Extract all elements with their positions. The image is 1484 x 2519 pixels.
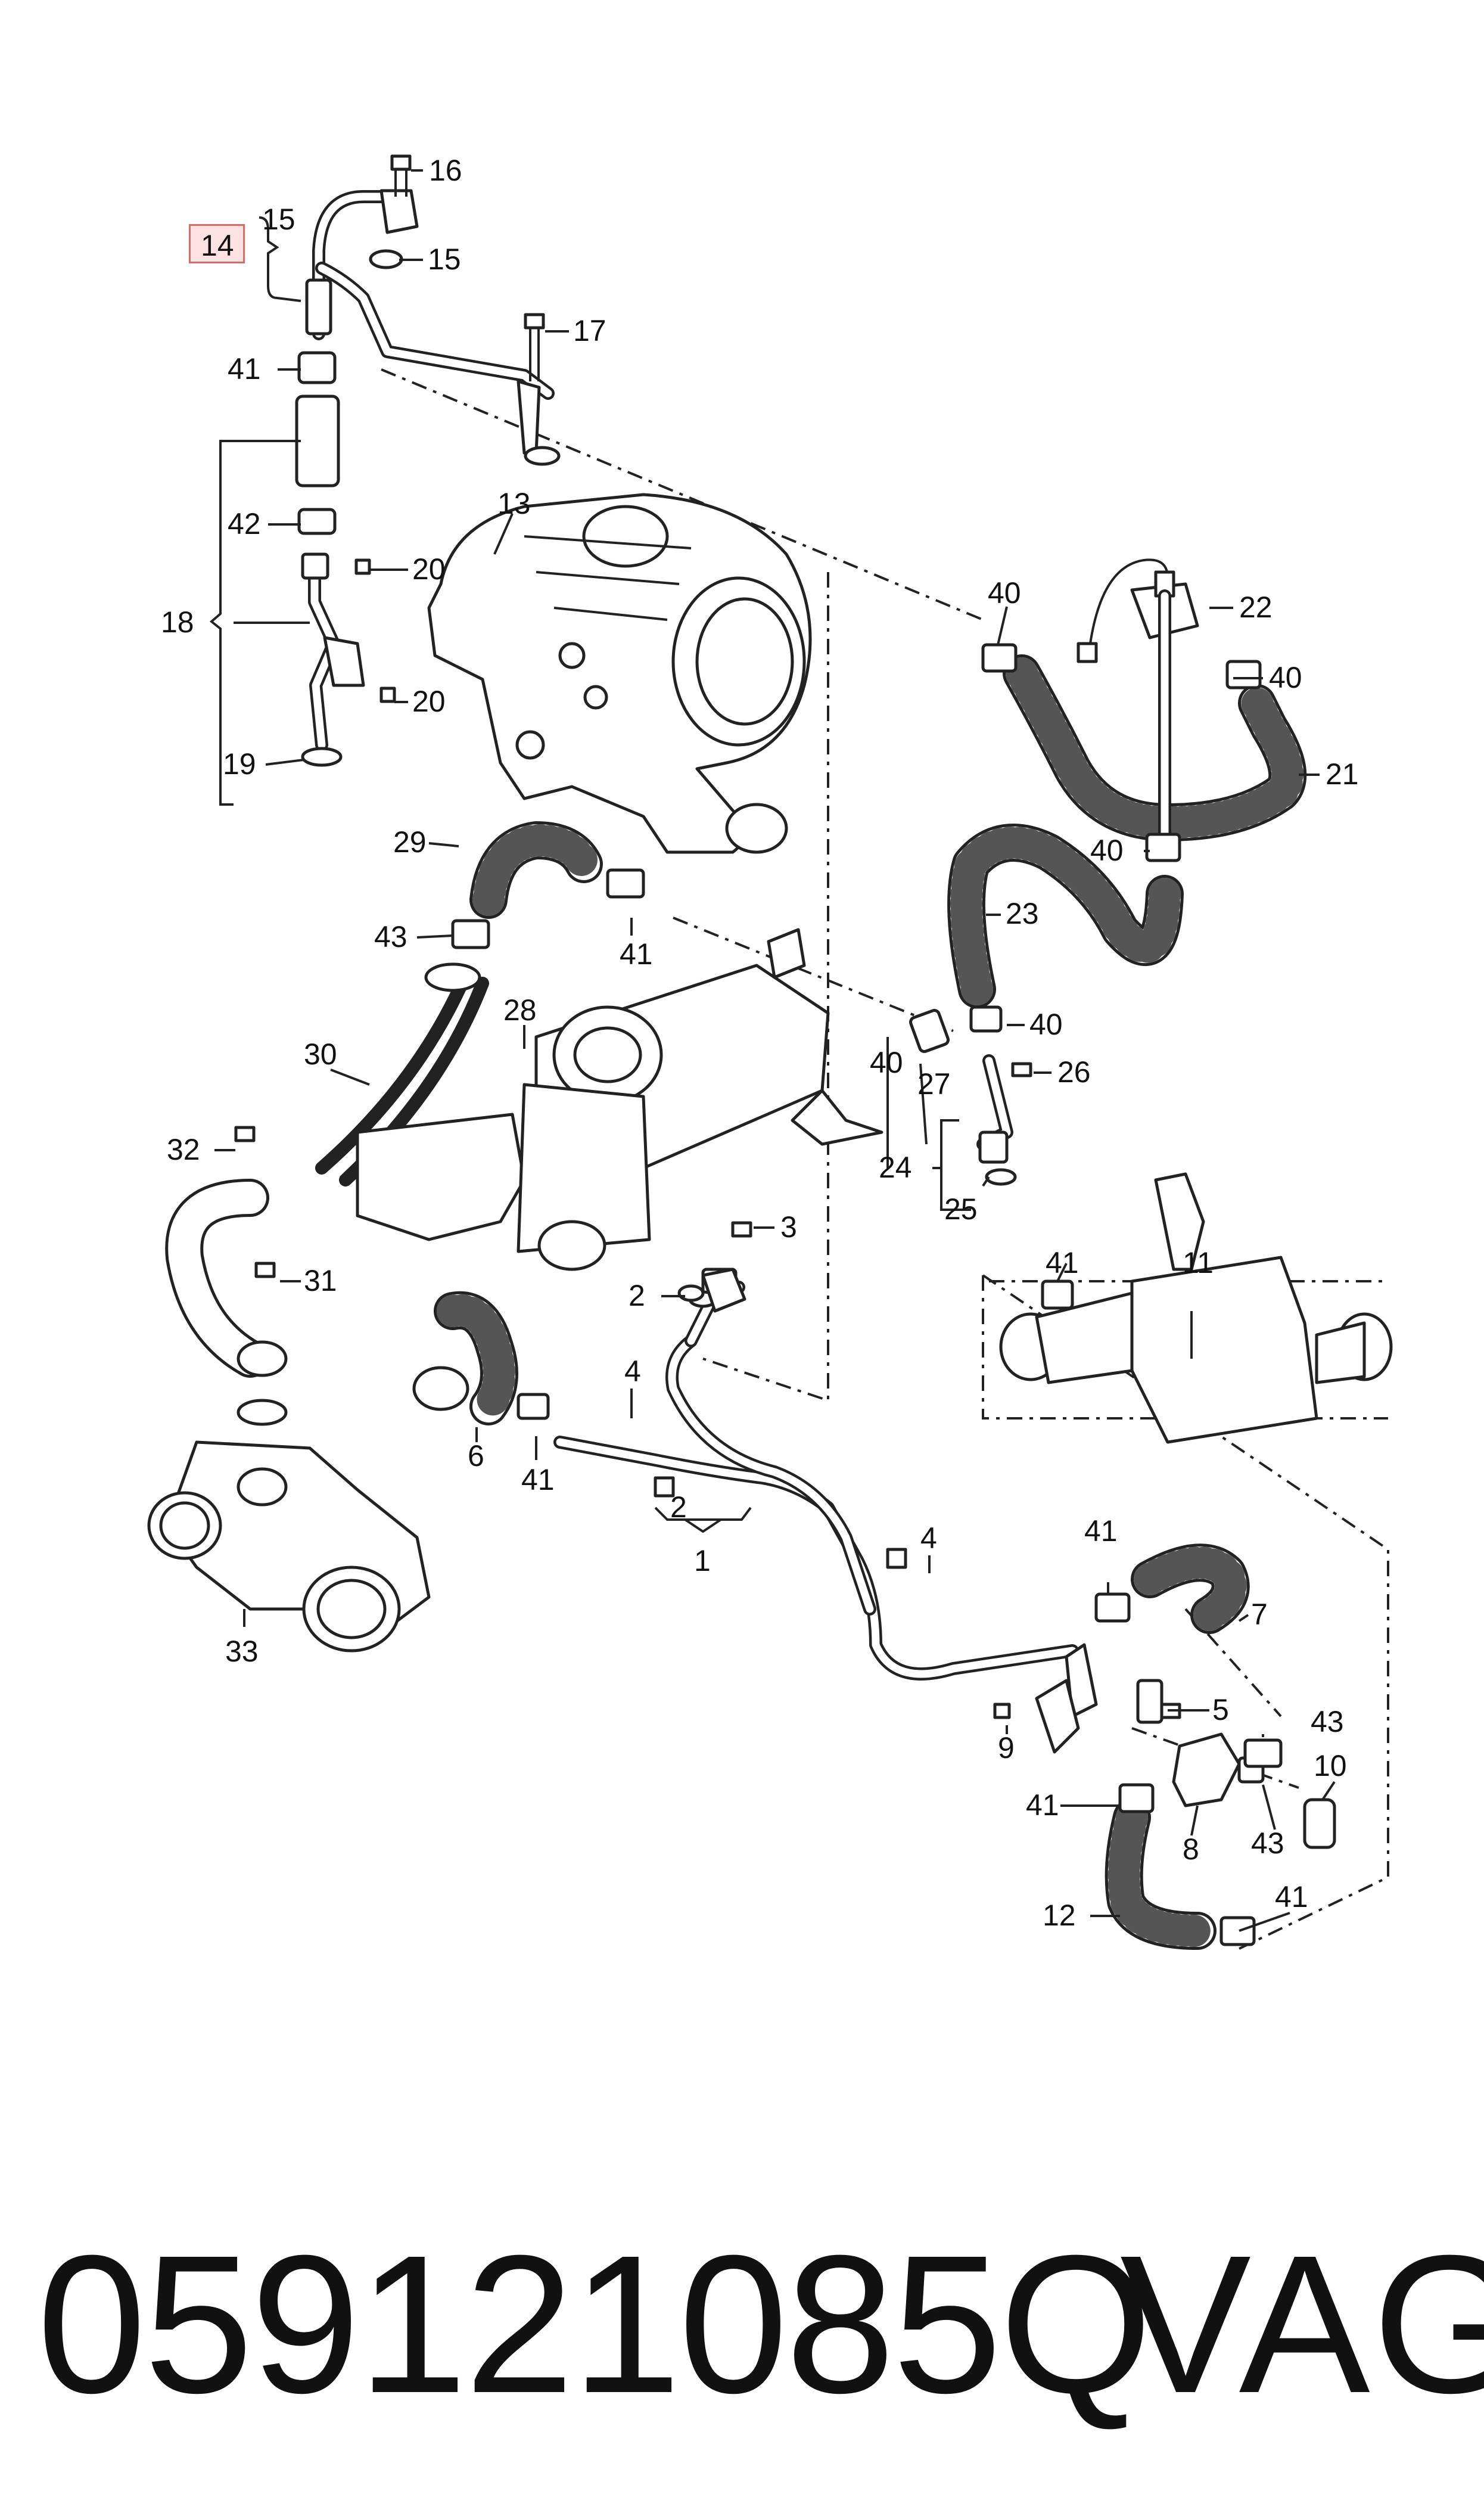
callout-28: 28 (503, 993, 537, 1027)
hose-30 (165, 962, 489, 1426)
callout-40-lower: 40 (1029, 1008, 1063, 1041)
callout-19: 19 (223, 747, 256, 781)
callout-6: 6 (468, 1439, 484, 1473)
callout-2-bundle: 2 (670, 1490, 687, 1524)
callout-3: 3 (780, 1210, 797, 1244)
callout-43-left: 43 (374, 920, 407, 953)
callout-41-top: 41 (228, 352, 261, 386)
callout-26: 26 (1057, 1055, 1091, 1089)
hose-12 (1105, 1783, 1256, 1950)
callout-43-right: 43 (1311, 1705, 1344, 1738)
pipe-assembly-1 (553, 1268, 1098, 1718)
flange-2-3 (677, 1221, 752, 1313)
callout-43-bottom: 43 (1251, 1827, 1284, 1860)
egr-module-28 (356, 928, 883, 1271)
small-parts-24-27 (909, 1009, 1032, 1186)
callout-15-right: 15 (428, 243, 461, 276)
egr-cooler-11 (999, 1172, 1393, 1444)
hose-29 (451, 821, 645, 949)
callout-1: 1 (694, 1544, 711, 1577)
hose-7 (1094, 1543, 1250, 1634)
callout-14: 14 (201, 229, 234, 262)
callout-42: 42 (228, 507, 261, 541)
callout-40-left: 40 (870, 1046, 903, 1079)
callout-40-top: 40 (988, 576, 1021, 610)
callout-11: 11 (1183, 1246, 1214, 1279)
callout-41-lower-left: 41 (521, 1463, 555, 1496)
part-number-text: 059121085Q (37, 2214, 1152, 2434)
callout-22: 22 (1239, 591, 1273, 624)
valve-8 (993, 1679, 1336, 1849)
callout-4-right: 4 (920, 1521, 937, 1555)
callout-17: 17 (573, 314, 606, 347)
callout-23: 23 (1006, 897, 1039, 930)
callout-20-bottom: 20 (412, 685, 446, 718)
brand-text: VAG (1120, 2214, 1484, 2434)
callout-8: 8 (1183, 1832, 1199, 1866)
callout-41-mid: 41 (620, 937, 653, 971)
callout-32: 32 (167, 1133, 200, 1166)
callout-41-cooler: 41 (1046, 1246, 1079, 1279)
callout-40-mid: 40 (1090, 834, 1124, 867)
callout-10: 10 (1314, 1749, 1347, 1782)
hose-assembly-18 (295, 351, 396, 767)
callout-21: 21 (1326, 757, 1359, 791)
callout-29: 29 (393, 825, 427, 859)
sensor-22 (1077, 558, 1199, 663)
callout-25: 25 (944, 1192, 978, 1226)
callout-30: 30 (304, 1038, 337, 1071)
turbocharger-13 (427, 493, 812, 854)
callout-40-right: 40 (1269, 661, 1302, 694)
callout-24: 24 (879, 1151, 912, 1184)
callout-18: 18 (161, 605, 194, 639)
bolt-16 (390, 154, 412, 197)
hose-21 (981, 589, 1307, 862)
callout-2-flange: 2 (629, 1279, 645, 1312)
callout-13: 13 (497, 487, 531, 520)
callout-4-left: 4 (624, 1355, 641, 1388)
callout-41-bottom: 41 (1275, 1880, 1308, 1914)
highlighted-callout-box (189, 224, 245, 263)
hose-6 (412, 1291, 550, 1425)
leader-lines (209, 169, 1336, 1932)
callout-7: 7 (1251, 1598, 1268, 1631)
callout-12: 12 (1043, 1899, 1076, 1932)
callout-27: 27 (917, 1067, 951, 1101)
hose-23 (947, 824, 1184, 1033)
exploded-parts-diagram: 14 15 16 15 17 41 42 18 19 20 20 13 40 2… (147, 154, 1393, 1950)
callout-31: 31 (304, 1264, 337, 1297)
coolant-housing-33 (147, 1440, 431, 1653)
callout-20-top: 20 (412, 552, 446, 586)
callout-41-valve: 41 (1026, 1788, 1059, 1822)
callout-9: 9 (998, 1731, 1015, 1765)
coolant-pipe-14 (305, 189, 561, 466)
callout-16: 16 (429, 154, 462, 187)
callout-labels: 14 15 16 15 17 41 42 18 19 20 20 13 40 2… (161, 154, 1359, 1932)
callout-15-left: 15 (262, 203, 295, 236)
callout-5: 5 (1212, 1693, 1229, 1726)
callout-41-hose7: 41 (1084, 1514, 1118, 1548)
callout-33: 33 (225, 1635, 259, 1668)
bolt-17 (524, 313, 545, 381)
